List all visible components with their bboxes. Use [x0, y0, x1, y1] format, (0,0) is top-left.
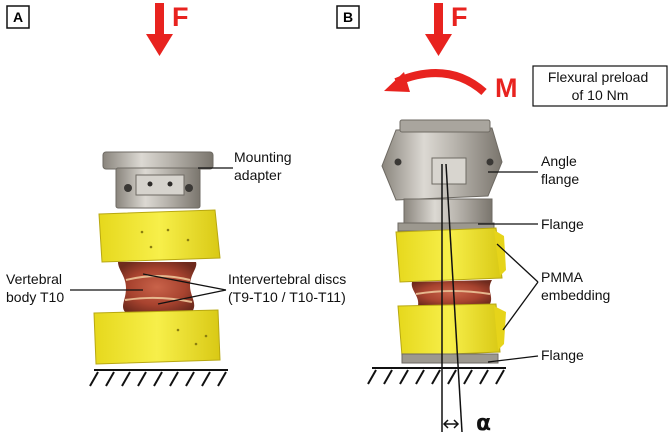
panel-a-badge: A: [13, 9, 23, 25]
panel-a: A F: [6, 2, 350, 387]
panel-b-bottom-embedding: [397, 303, 506, 357]
panel-b-label-flange-top: Flange: [541, 216, 584, 232]
panel-a-label-vertebral-body: Vertebral body T10: [6, 271, 66, 305]
preload-line-2: of 10 Nm: [572, 87, 629, 103]
panel-a-top-embedding: [98, 209, 221, 263]
panel-b-moment-arrow: [384, 69, 487, 96]
panel-a-mounting-adapter-shape: [102, 151, 214, 209]
panel-b-angle-symbol: α: [476, 411, 491, 435]
panel-b-badge-box: [336, 5, 360, 29]
vertebral-body-line-2: body T10: [6, 289, 64, 305]
panel-b-preload-text: Flexural preload of 10 Nm: [548, 69, 652, 103]
panel-b: B F M Flexural preload of 10 Nm: [336, 2, 668, 435]
pmma-embedding-line-2: embedding: [541, 287, 610, 303]
panel-b-top-embedding: [395, 227, 506, 283]
angle-flange-line-1: Angle: [541, 153, 577, 169]
panel-b-force-label: F: [451, 2, 468, 32]
panel-a-bottom-embedding: [93, 309, 221, 365]
mounting-adapter-line-2: adapter: [234, 167, 282, 183]
panel-a-label-mounting-adapter: Mounting adapter: [234, 149, 295, 183]
panel-a-force-arrow: [146, 3, 173, 56]
panel-b-leader-lines: [478, 171, 539, 363]
panel-a-force-label: F: [172, 2, 189, 32]
panel-b-fixed-support: [367, 367, 506, 385]
panel-b-bottom-flange-shape: [401, 353, 499, 364]
panel-b-angle-indicator: [441, 163, 463, 433]
mounting-adapter-line-1: Mounting: [234, 149, 292, 165]
panel-b-label-flange-bottom: Flange: [541, 347, 584, 363]
panel-a-fixed-support: [89, 369, 228, 387]
panel-b-preload-box: [532, 65, 668, 107]
panel-a-spine-segment: [118, 262, 197, 312]
panel-b-label-angle-flange: Angle flange: [541, 153, 581, 187]
pmma-embedding-line-1: PMMA: [541, 269, 584, 285]
intervertebral-discs-line-2: (T9-T10 / T10-T11): [228, 289, 346, 305]
panel-a-leader-lines: [70, 167, 233, 305]
preload-line-1: Flexural preload: [548, 69, 648, 85]
panel-b-moment-label: M: [495, 73, 518, 103]
panel-b-label-pmma-embedding: PMMA embedding: [541, 269, 610, 303]
panel-b-force-arrow: [425, 3, 452, 56]
intervertebral-discs-line-1: Intervertebral discs: [228, 271, 346, 287]
angle-flange-line-2: flange: [541, 171, 579, 187]
panel-b-top-flange-shape: [397, 198, 495, 232]
panel-b-spine-segment: [411, 280, 492, 306]
vertebral-body-line-1: Vertebral: [6, 271, 62, 287]
panel-a-badge-box: [6, 5, 30, 29]
panel-b-badge: B: [343, 9, 353, 25]
panel-a-label-intervertebral-discs: Intervertebral discs (T9-T10 / T10-T11): [228, 271, 350, 305]
